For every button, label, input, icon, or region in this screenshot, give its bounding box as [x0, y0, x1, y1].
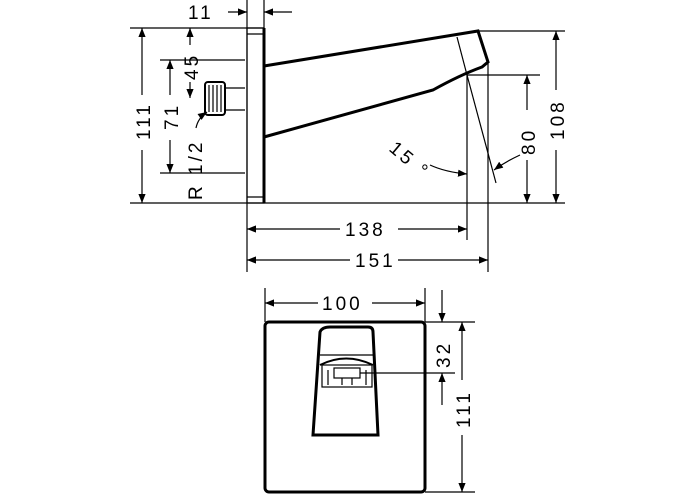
dim-width: 100	[322, 294, 363, 315]
dim-upper-offset: 45	[182, 53, 203, 80]
spray-angle-line	[466, 74, 497, 184]
thread-label: R 1/2	[186, 140, 207, 200]
wall-plate	[246, 27, 265, 204]
side-view: 11 111 45 71 R 1/2 15 ° 80 108 138	[130, 0, 569, 272]
dim-wall-plate: 11	[188, 3, 214, 24]
dim-spout-angle: 15 °	[385, 138, 434, 184]
dim-outlet-offset: 32	[434, 341, 455, 368]
spout-front	[311, 325, 380, 437]
cover-plate	[263, 320, 427, 494]
dim-total-height: 111	[134, 102, 155, 140]
dim-projection-total: 151	[355, 251, 396, 272]
spout-outline	[263, 29, 490, 139]
front-view: 100 32 111	[263, 288, 475, 494]
dim-outlet-height: 80	[519, 128, 540, 155]
dim-projection-outlet: 138	[345, 220, 386, 241]
dim-fitting-span: 71	[162, 103, 183, 130]
thread-fitting	[204, 81, 245, 116]
dim-spout-height: 108	[548, 99, 569, 140]
dim-height: 111	[454, 390, 475, 428]
